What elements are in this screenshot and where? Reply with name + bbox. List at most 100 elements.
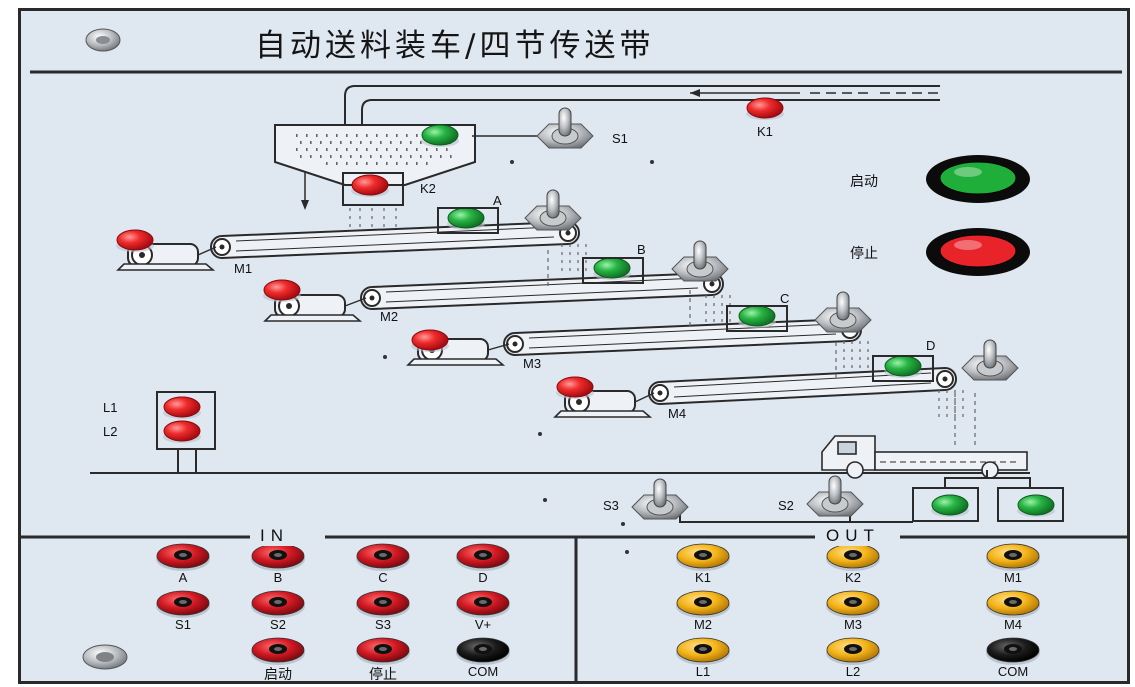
in-jack-停止[interactable] [356,638,410,665]
led-red-l2 [164,421,200,441]
jack-contact [274,600,282,604]
led-green-sensor-c [739,306,775,326]
led-red-l1 [164,397,200,417]
switch-lever[interactable] [694,241,706,269]
screw-icon [83,645,127,669]
toggle-switch-s1[interactable] [537,108,593,148]
out-jack-label: M1 [983,570,1043,585]
label-sensor-c: C [780,291,789,306]
out-jack-label: L1 [673,664,733,679]
switch-lever[interactable] [837,292,849,320]
in-jack-label: COM [453,664,513,679]
material-particle [370,141,372,144]
jack-contact [479,553,487,557]
out-jack-l2[interactable] [826,638,880,665]
conveyor-belt-3 [504,319,868,371]
label-sensor-a: A [493,193,502,208]
in-jack-s1[interactable] [156,591,210,618]
material-particle [330,155,332,158]
in-jack-d[interactable] [456,544,510,571]
material-particle [340,141,342,144]
stop-button-cap[interactable] [940,235,1016,267]
material-particle [420,155,422,158]
material-particle [316,134,318,137]
out-jack-label: K2 [823,570,883,585]
out-jack-label: K1 [673,570,733,585]
motor-shaft [286,303,292,309]
in-jack-label: S1 [153,617,213,632]
screw-icon [86,29,120,51]
jack-contact [274,647,282,651]
material-particle [326,148,328,151]
material-particle [350,155,352,158]
jack-contact [699,647,707,651]
material-particle [316,148,318,151]
material-particle [356,148,358,151]
jack-contact [379,647,387,651]
out-jack-com[interactable] [986,638,1040,665]
toggle-switch-s3[interactable] [632,479,688,519]
material-particle [310,155,312,158]
in-jack-label: S3 [353,617,413,632]
jack-contact [274,553,282,557]
jack-contact [479,600,487,604]
out-section-label: OUT [822,526,884,546]
roller-axle [513,342,518,347]
material-particle [310,141,312,144]
material-particle [326,162,328,165]
in-jack-b[interactable] [251,544,305,571]
material-particle [426,162,428,165]
in-jack-label: D [453,570,513,585]
toggle-switch-sensor-c[interactable] [815,292,871,332]
material-particle [336,148,338,151]
stop-button[interactable] [926,228,1030,276]
material-particle [440,155,442,158]
switch-lever[interactable] [829,476,841,504]
switch-lever[interactable] [547,190,559,218]
material-particle [416,148,418,151]
roller-axle [943,377,948,382]
out-jack-m1[interactable] [986,544,1040,571]
material-particle [306,148,308,151]
toggle-switch-sensor-b[interactable] [672,241,728,281]
in-jack-s2[interactable] [251,591,305,618]
jack-contact [179,600,187,604]
roller-axle [370,296,375,301]
out-jack-label: M2 [673,617,733,632]
toggle-switch-sensor-a[interactable] [525,190,581,230]
led-green-sensor-a [448,208,484,228]
in-jack-a[interactable] [156,544,210,571]
out-jack-m3[interactable] [826,591,880,618]
out-jack-k1[interactable] [676,544,730,571]
start-button-cap[interactable] [940,162,1016,194]
led-green-sensor-b [594,258,630,278]
in-jack-com[interactable] [456,638,510,665]
in-jack-启动[interactable] [251,638,305,665]
in-jack-c[interactable] [356,544,410,571]
out-jack-m2[interactable] [676,591,730,618]
in-jack-vplus[interactable] [456,591,510,618]
material-particle [400,141,402,144]
start-button[interactable] [926,155,1030,203]
out-jack-l1[interactable] [676,638,730,665]
in-jack-s3[interactable] [356,591,410,618]
switch-lever[interactable] [559,108,571,136]
out-jack-k2[interactable] [826,544,880,571]
material-particle [356,134,358,137]
toggle-switch-s2[interactable] [807,476,863,516]
switch-lever[interactable] [654,479,666,507]
jack-contact [179,553,187,557]
jack-contact [849,600,857,604]
roller-axle [710,282,715,287]
switch-lever[interactable] [984,340,996,368]
toggle-switch-sensor-d[interactable] [962,340,1018,380]
motor-base [265,315,360,321]
stop-button-shine [954,240,982,250]
label-s3: S3 [603,498,619,513]
material-particle [346,162,348,165]
material-particle [376,148,378,151]
material-particle [436,148,438,151]
out-jack-m4[interactable] [986,591,1040,618]
motor-base [555,411,650,417]
out-jack-label: COM [983,664,1043,679]
